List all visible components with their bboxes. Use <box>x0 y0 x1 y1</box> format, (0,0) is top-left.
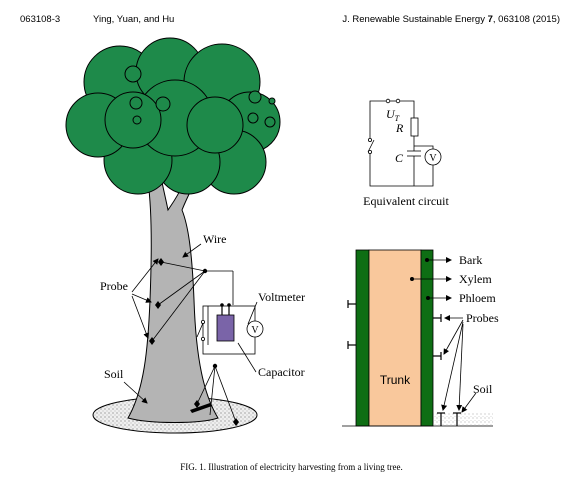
journal-name: J. Renewable Sustainable Energy <box>342 14 485 25</box>
terminal-ut-right <box>395 98 401 104</box>
wire-junction-bottom <box>212 363 218 369</box>
xylem-core <box>368 249 422 427</box>
label-probe: Probe <box>100 279 128 293</box>
bark-left <box>355 249 370 427</box>
tree-probes <box>149 258 239 426</box>
label-phloem: Phloem <box>459 291 496 305</box>
switch-contact-bottom <box>367 149 372 154</box>
label-bark: Bark <box>459 253 482 267</box>
voltmeter-symbol: V <box>251 325 259 336</box>
phloem-dot <box>426 296 430 300</box>
foliage-highlights <box>124 65 276 128</box>
tree-trunk <box>127 181 219 423</box>
resistor-r <box>410 117 419 137</box>
journal-volume: 7 <box>487 14 493 25</box>
wire-junction-top <box>202 268 208 274</box>
circuit-voltmeter-symbol: V <box>429 153 437 164</box>
label-capacitor: Capacitor <box>258 365 305 379</box>
label-soil-tree: Soil <box>104 367 124 381</box>
switch-contact-top <box>367 137 372 142</box>
running-authors: Ying, Yuan, and Hu <box>93 14 175 25</box>
page-id: 063108-3 <box>20 14 61 25</box>
terminal-ut-left <box>385 98 391 104</box>
trunk-probes <box>347 300 461 426</box>
journal-reference: J. Renewable Sustainable Energy 7, 06310… <box>342 14 560 25</box>
label-probes: Probes <box>466 311 499 325</box>
label-voltmeter: Voltmeter <box>258 290 305 304</box>
bark-dot <box>425 258 429 262</box>
label-trunk: Trunk <box>380 373 411 387</box>
soil-strip <box>433 413 493 426</box>
xylem-dot <box>410 277 414 281</box>
circuit-label-c: C <box>395 151 404 165</box>
circuit-label-ut-main: U <box>386 107 396 121</box>
wire-network <box>151 261 237 423</box>
tree-switch <box>196 319 205 341</box>
trunk-cross-section: Trunk <box>342 249 499 427</box>
capacitor-body <box>216 314 235 342</box>
circuit-voltmeter-icon <box>424 148 442 166</box>
circuit-label-ut-sub: T <box>395 114 400 123</box>
equivalent-circuit <box>367 100 434 187</box>
label-xylem: Xylem <box>459 272 492 286</box>
circuit-label-r: R <box>395 121 404 135</box>
circuit-label-ut: UT <box>386 107 400 123</box>
label-soil-trunk: Soil <box>473 382 493 396</box>
tree-label-arrows <box>123 243 258 404</box>
trunk-label-arrows <box>412 257 477 413</box>
capacitor-leads <box>221 305 230 315</box>
figure-caption: FIG. 1. Illustration of electricity harv… <box>180 462 403 472</box>
bark-right <box>420 249 434 427</box>
circuit-title: Equivalent circuit <box>363 194 449 208</box>
voltmeter-icon <box>246 320 264 338</box>
label-wire: Wire <box>203 232 227 246</box>
tree-illustration: V Wire Probe Voltmeter Capacitor Soil <box>65 37 305 434</box>
capacitor-terminal-right <box>227 303 231 307</box>
journal-issue-year: , 063108 (2015) <box>492 14 560 25</box>
capacitor-terminal-left <box>220 303 224 307</box>
